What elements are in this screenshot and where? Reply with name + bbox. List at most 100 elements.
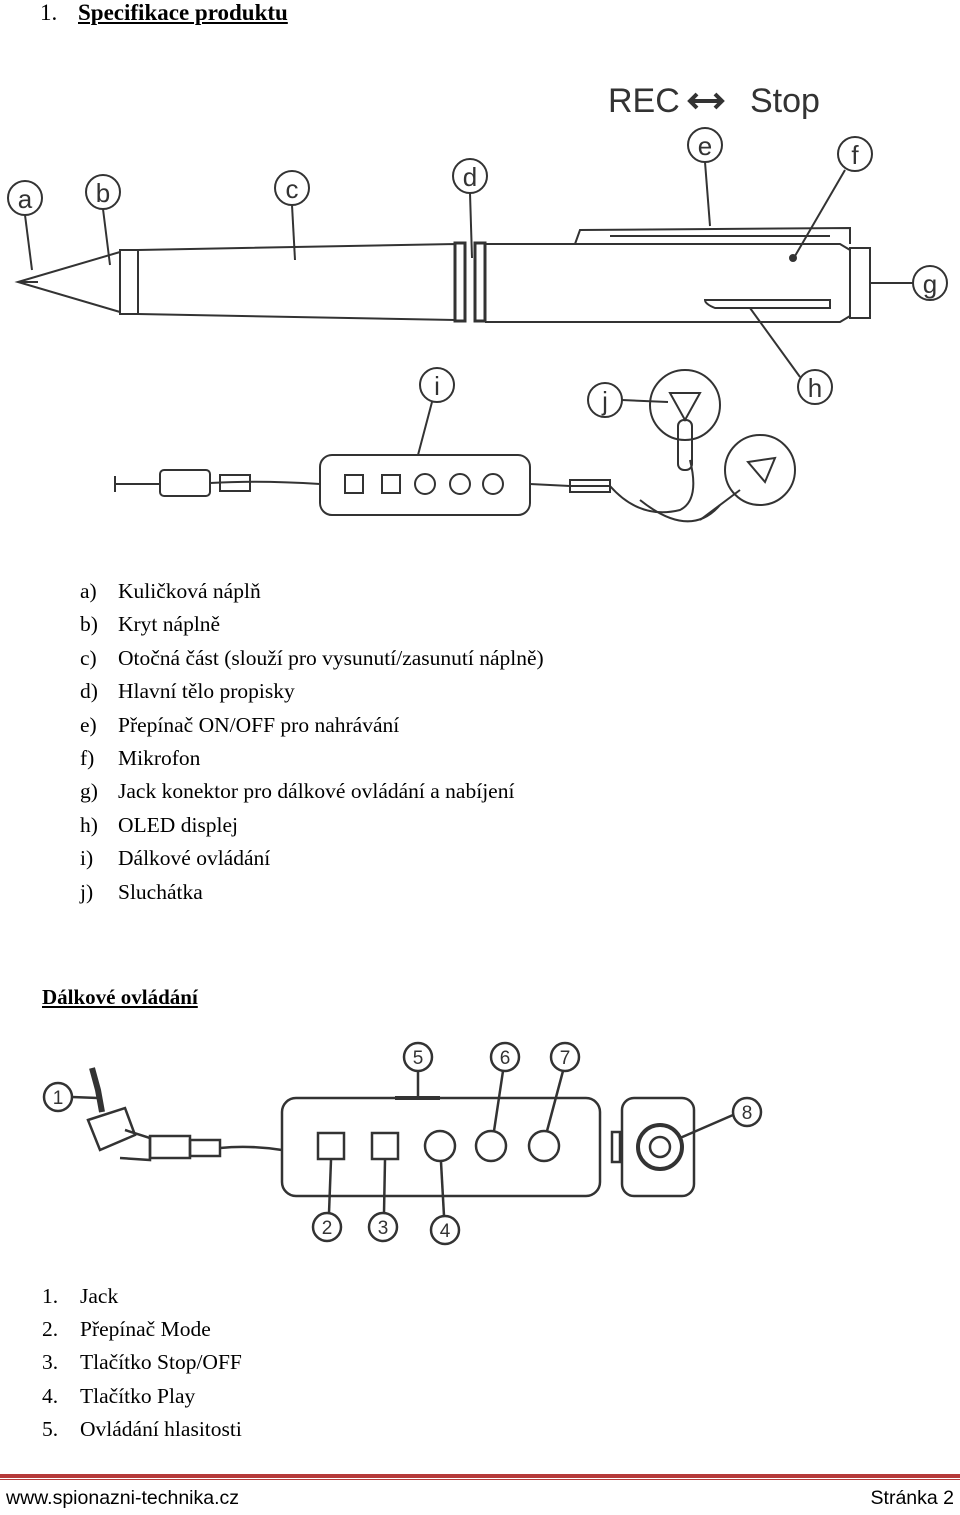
callout-i-label: i [434, 371, 440, 401]
list-item-text: Otočná část (slouží pro vysunutí/zasunut… [118, 645, 544, 670]
remote-jack [86, 1067, 283, 1162]
callout-b: b [85, 174, 121, 266]
callout-i: i [417, 367, 455, 456]
list-item-marker: c) [80, 645, 97, 670]
list-item-marker: b) [80, 612, 98, 637]
remote-callout-8-label: 8 [742, 1103, 753, 1124]
list-item: d) Hlavní tělo propisky [80, 675, 544, 708]
remote-jack-socket-housing [620, 1096, 696, 1198]
list-item-text: Hlavní tělo propisky [118, 679, 295, 704]
stop-label: Stop [750, 82, 820, 120]
list-item-text: Jack [80, 1284, 119, 1308]
jack-socket-icon [636, 1123, 684, 1171]
volume-up-icon [474, 1129, 508, 1163]
list-item: 5.Ovládání hlasitosti [42, 1413, 242, 1446]
list-item: e) Přepínač ON/OFF pro nahrávání [80, 709, 544, 742]
list-item-text: Sluchátka [118, 879, 203, 904]
earphone-left [649, 369, 721, 441]
remote-callout-6: 6 [489, 1041, 521, 1132]
pen-clip [574, 226, 851, 245]
list-item-marker: i) [80, 846, 94, 871]
footer-page-number: Stránka 2 [870, 1487, 954, 1509]
callout-c-label: c [286, 174, 299, 204]
parts-list: a) Kuličková náplň b) Kryt náplně c) Otočná… [80, 575, 544, 909]
list-item: g)Jack konektor pro dálkové ovládání a n… [80, 775, 544, 808]
section-heading: 1. Specifikace produktu [40, 0, 288, 26]
footer-website[interactable]: www.spionazni-technika.cz [6, 1487, 240, 1509]
volume-down-icon [527, 1129, 561, 1163]
mode-button-icon [316, 1131, 346, 1161]
volume-up-icon [449, 473, 471, 495]
list-item: f) Mikrofon [80, 742, 544, 775]
callout-j-label: j [601, 386, 608, 416]
remote-callout-1-label: 1 [53, 1088, 64, 1109]
list-item-marker: 1. [42, 1284, 59, 1308]
list-item-text: Přepínač Mode [80, 1317, 211, 1342]
list-item: i)Dálkové ovládání [80, 842, 544, 875]
toggle-arrow-icon [687, 92, 725, 110]
remote-body [280, 1096, 602, 1198]
remote-items-list: 1. Jack 2. Přepínač Mode 3.Tlačítko Stop/O… [42, 1280, 242, 1446]
list-item-marker: h) [80, 812, 98, 837]
section-title: Specifikace produktu [78, 0, 288, 25]
ring-left [453, 241, 467, 323]
list-item-marker: f) [80, 745, 95, 770]
list-item-marker: 4. [42, 1383, 59, 1408]
list-item-marker: 3. [42, 1350, 59, 1375]
remote-heading: Dálkové ovládání [42, 985, 198, 1009]
callout-f-label: f [851, 140, 859, 170]
list-item: 4.Tlačítko Play [42, 1380, 242, 1413]
list-item-marker: d) [80, 679, 98, 704]
callout-b-label: b [96, 178, 110, 208]
refill-cover [119, 249, 139, 315]
list-item-text: OLED displej [118, 812, 239, 837]
list-item-marker: a) [80, 579, 97, 603]
earphone-cable [609, 459, 695, 514]
microphone-hole [789, 254, 797, 262]
callout-h: h [749, 307, 833, 405]
callout-d-label: d [463, 162, 477, 192]
remote-callout-4-label: 4 [440, 1221, 451, 1242]
earphone-right [724, 434, 796, 506]
callout-e-label: e [698, 131, 712, 161]
list-item-text: Ovládání hlasitosti [80, 1416, 242, 1441]
remote-callout-1: 1 [42, 1081, 99, 1113]
remote-callout-5: 5 [402, 1041, 434, 1097]
callout-g: g [870, 265, 948, 301]
list-item: h) OLED displej [80, 809, 544, 842]
remote-callout-3-label: 3 [378, 1218, 389, 1239]
play-button-icon [423, 1129, 457, 1163]
callout-j: j [587, 382, 669, 418]
remote-callout-6-label: 6 [500, 1048, 511, 1069]
remote-callout-8: 8 [679, 1096, 763, 1140]
remote-callout-3: 3 [367, 1159, 399, 1243]
remote-callout-2: 2 [311, 1159, 343, 1243]
list-item: 3.Tlačítko Stop/OFF [42, 1346, 242, 1379]
list-item-text: Kuličková náplň [118, 579, 261, 603]
section-number: 1. [40, 0, 58, 25]
callout-c: c [274, 170, 310, 261]
list-item: j)Sluchátka [80, 876, 544, 909]
footer-rule [0, 1474, 960, 1478]
mode-button-icon [344, 474, 364, 494]
volume-down-icon [482, 473, 504, 495]
list-item-marker: 2. [42, 1317, 59, 1342]
list-item-marker: e) [80, 712, 97, 737]
list-item: b) Kryt náplně [80, 608, 544, 641]
remote-with-earphones [114, 369, 796, 523]
list-item-marker: g) [80, 779, 98, 804]
remote-callout-7-label: 7 [560, 1048, 571, 1069]
list-item: c) Otočná část (slouží pro vysunutí/zasun… [80, 642, 544, 675]
jack-plug [114, 476, 160, 492]
list-item-text: Kryt náplně [118, 612, 221, 637]
callout-a-label: a [18, 184, 33, 214]
remote-callout-7: 7 [545, 1041, 581, 1132]
remote-diagram: 1 2 3 4 5 6 7 8 [42, 1041, 763, 1246]
list-item: 1. Jack [42, 1280, 242, 1313]
remote-callout-2-label: 2 [322, 1218, 333, 1239]
list-item-text: Mikrofon [118, 745, 201, 770]
list-item-text: Přepínač ON/OFF pro nahrávání [118, 712, 400, 737]
remote-callout-5-label: 5 [413, 1048, 424, 1069]
pen-diagram: REC Stop a b c d e f g h [7, 82, 948, 523]
callout-g-label: g [923, 269, 937, 299]
